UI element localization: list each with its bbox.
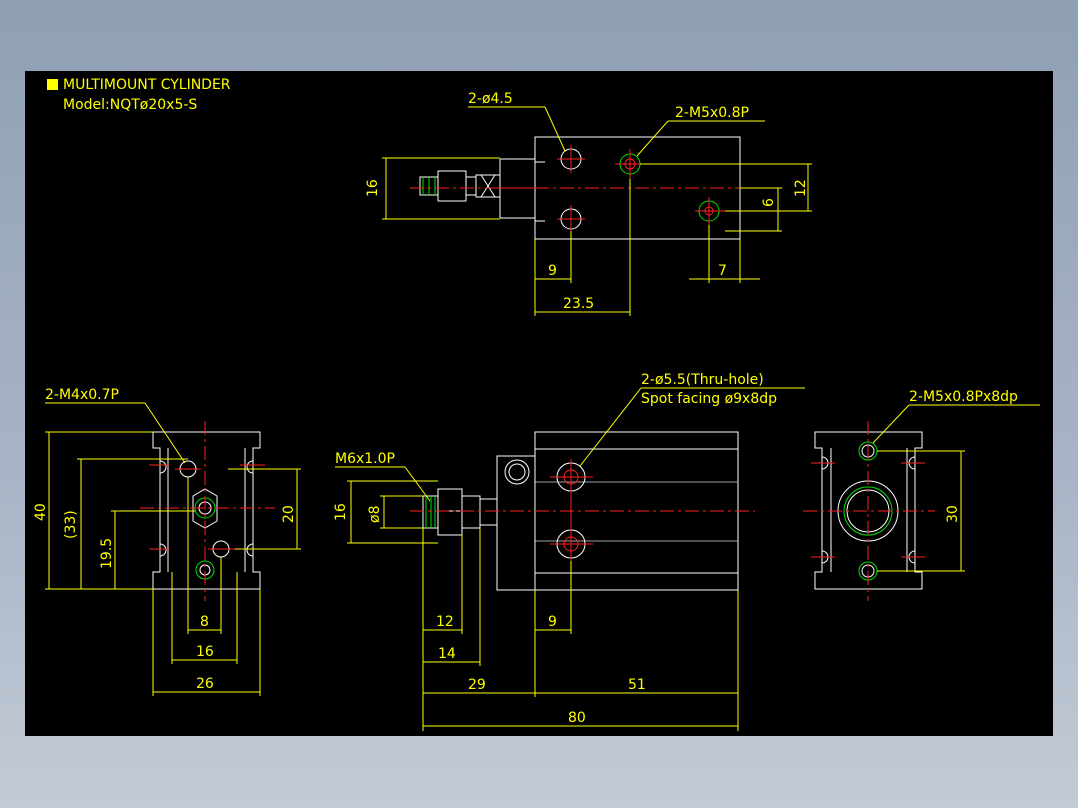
side-thread-callout: M6x1.0P [335,451,395,467]
left-dim-33: (33) [63,510,79,539]
side-dim-29: 29 [468,677,486,693]
side-dim-51: 51 [628,677,646,693]
side-dim-80: 80 [568,710,586,726]
drawing-model: Model:NQTø20x5-S [63,97,197,113]
right-end-body [814,431,923,590]
top-dim-6: 6 [761,198,777,207]
left-dim-16: 16 [196,644,214,660]
top-dim-16: 16 [365,179,381,197]
left-dim-19-5: 19.5 [99,538,115,569]
cad-drawing-canvas[interactable]: MULTIMOUNT CYLINDER Model:NQTø20x5-S [25,71,1053,736]
left-end-view: 2-M4x0.7P 40 (33) 19.5 20 8 16 [33,387,301,696]
side-thru-callout-line2: Spot facing ø9x8dp [641,391,777,407]
top-dim-9: 9 [548,263,557,279]
left-thread-callout: 2-M4x0.7P [45,387,119,403]
top-dim-7: 7 [718,263,727,279]
left-dim-26: 26 [196,676,214,692]
left-dim-40: 40 [33,503,49,521]
top-dim-12: 12 [793,179,809,197]
top-hole-callout: 2-ø4.5 [468,91,513,107]
side-dim-9: 9 [548,614,557,630]
right-dim-30: 30 [945,505,961,523]
top-dim-23-5: 23.5 [563,296,594,312]
left-dim-8: 8 [200,614,209,630]
cad-drawing: MULTIMOUNT CYLINDER Model:NQTø20x5-S [33,77,1040,731]
left-dim-20: 20 [281,505,297,523]
top-thread-callout: 2-M5x0.8P [675,105,749,121]
drawing-title: MULTIMOUNT CYLINDER [63,77,231,93]
top-view: 2-ø4.5 2-M5x0.8P 16 12 6 9 7 23 [365,91,812,316]
title-marker-icon [47,79,58,90]
side-thru-callout-line1: 2-ø5.5(Thru-hole) [641,372,764,388]
right-thread-callout: 2-M5x0.8Px8dp [909,389,1018,405]
side-dim-16: 16 [333,503,349,521]
side-view: M6x1.0P 2-ø5.5(Thru-hole) Spot facing ø9… [333,372,805,731]
right-end-view: 2-M5x0.8Px8dp 30 [803,389,1040,601]
side-dim-12: 12 [436,614,454,630]
side-dim-d8: ø8 [367,506,383,523]
side-dim-14: 14 [438,646,456,662]
